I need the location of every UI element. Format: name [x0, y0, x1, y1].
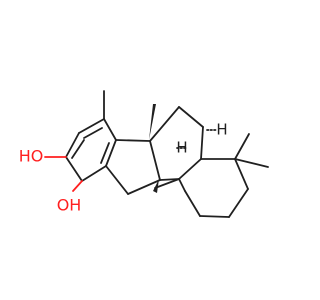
bond-middle-bottom: [159, 178, 180, 181]
bond-right-upper-left: [178, 178, 186, 192]
structure-canvas: HO OH H H: [18, 90, 269, 218]
bond-five-bottom: [127, 179, 161, 195]
aromatic-ring: [65, 118, 117, 182]
bond-ring-a-bottom: [81, 165, 107, 182]
wedge-lower-methyl: [153, 179, 159, 193]
methyl-right-1: [234, 133, 250, 160]
upper-hydroxyl-label: HO: [19, 147, 44, 166]
bond-middle-top: [149, 106, 180, 142]
bond-right-lower-left: [184, 190, 201, 217]
bond-ring-a-left-upper: [65, 132, 80, 158]
molecule-structure: HO OH H H: [19, 90, 269, 218]
lower-hydroxyl-label: OH: [57, 196, 82, 215]
bond-middle-lower-right: [178, 158, 202, 180]
bond-five-left: [105, 165, 129, 195]
bond-ring-a-top-left: [78, 118, 105, 134]
hydroxyl-groups: HO OH: [19, 147, 83, 215]
bond-five-right: [149, 140, 161, 181]
five-member-ring: [105, 139, 161, 195]
bond-middle-right: [200, 126, 204, 160]
bond-middle-upper-right: [178, 106, 204, 128]
right-ring: [178, 158, 249, 218]
stereo-h-right-label: H: [216, 121, 227, 139]
lower-hydroxyl-bond: [72, 180, 83, 192]
stereo-hydrogens: H H: [176, 121, 228, 157]
middle-ring: [149, 106, 204, 181]
bond-right-lower-right: [228, 188, 249, 218]
aromatic-double-right: [100, 142, 110, 164]
aromatic-double-left: [71, 139, 85, 159]
methyl-lower-center: [154, 178, 180, 189]
bond-ring-a-top-right: [103, 118, 117, 141]
bond-ring-a-left-lower: [65, 156, 83, 182]
bond-right-bottom: [199, 215, 230, 218]
methyl-groups: [103, 90, 269, 189]
bond-five-top: [115, 139, 151, 142]
methyl-right-2: [234, 158, 269, 168]
wedge-upper-methyl: [149, 104, 156, 140]
bond-right-upper-right: [234, 158, 249, 190]
bond-ring-a-right: [105, 139, 117, 167]
aromatic-double-top: [83, 127, 103, 139]
